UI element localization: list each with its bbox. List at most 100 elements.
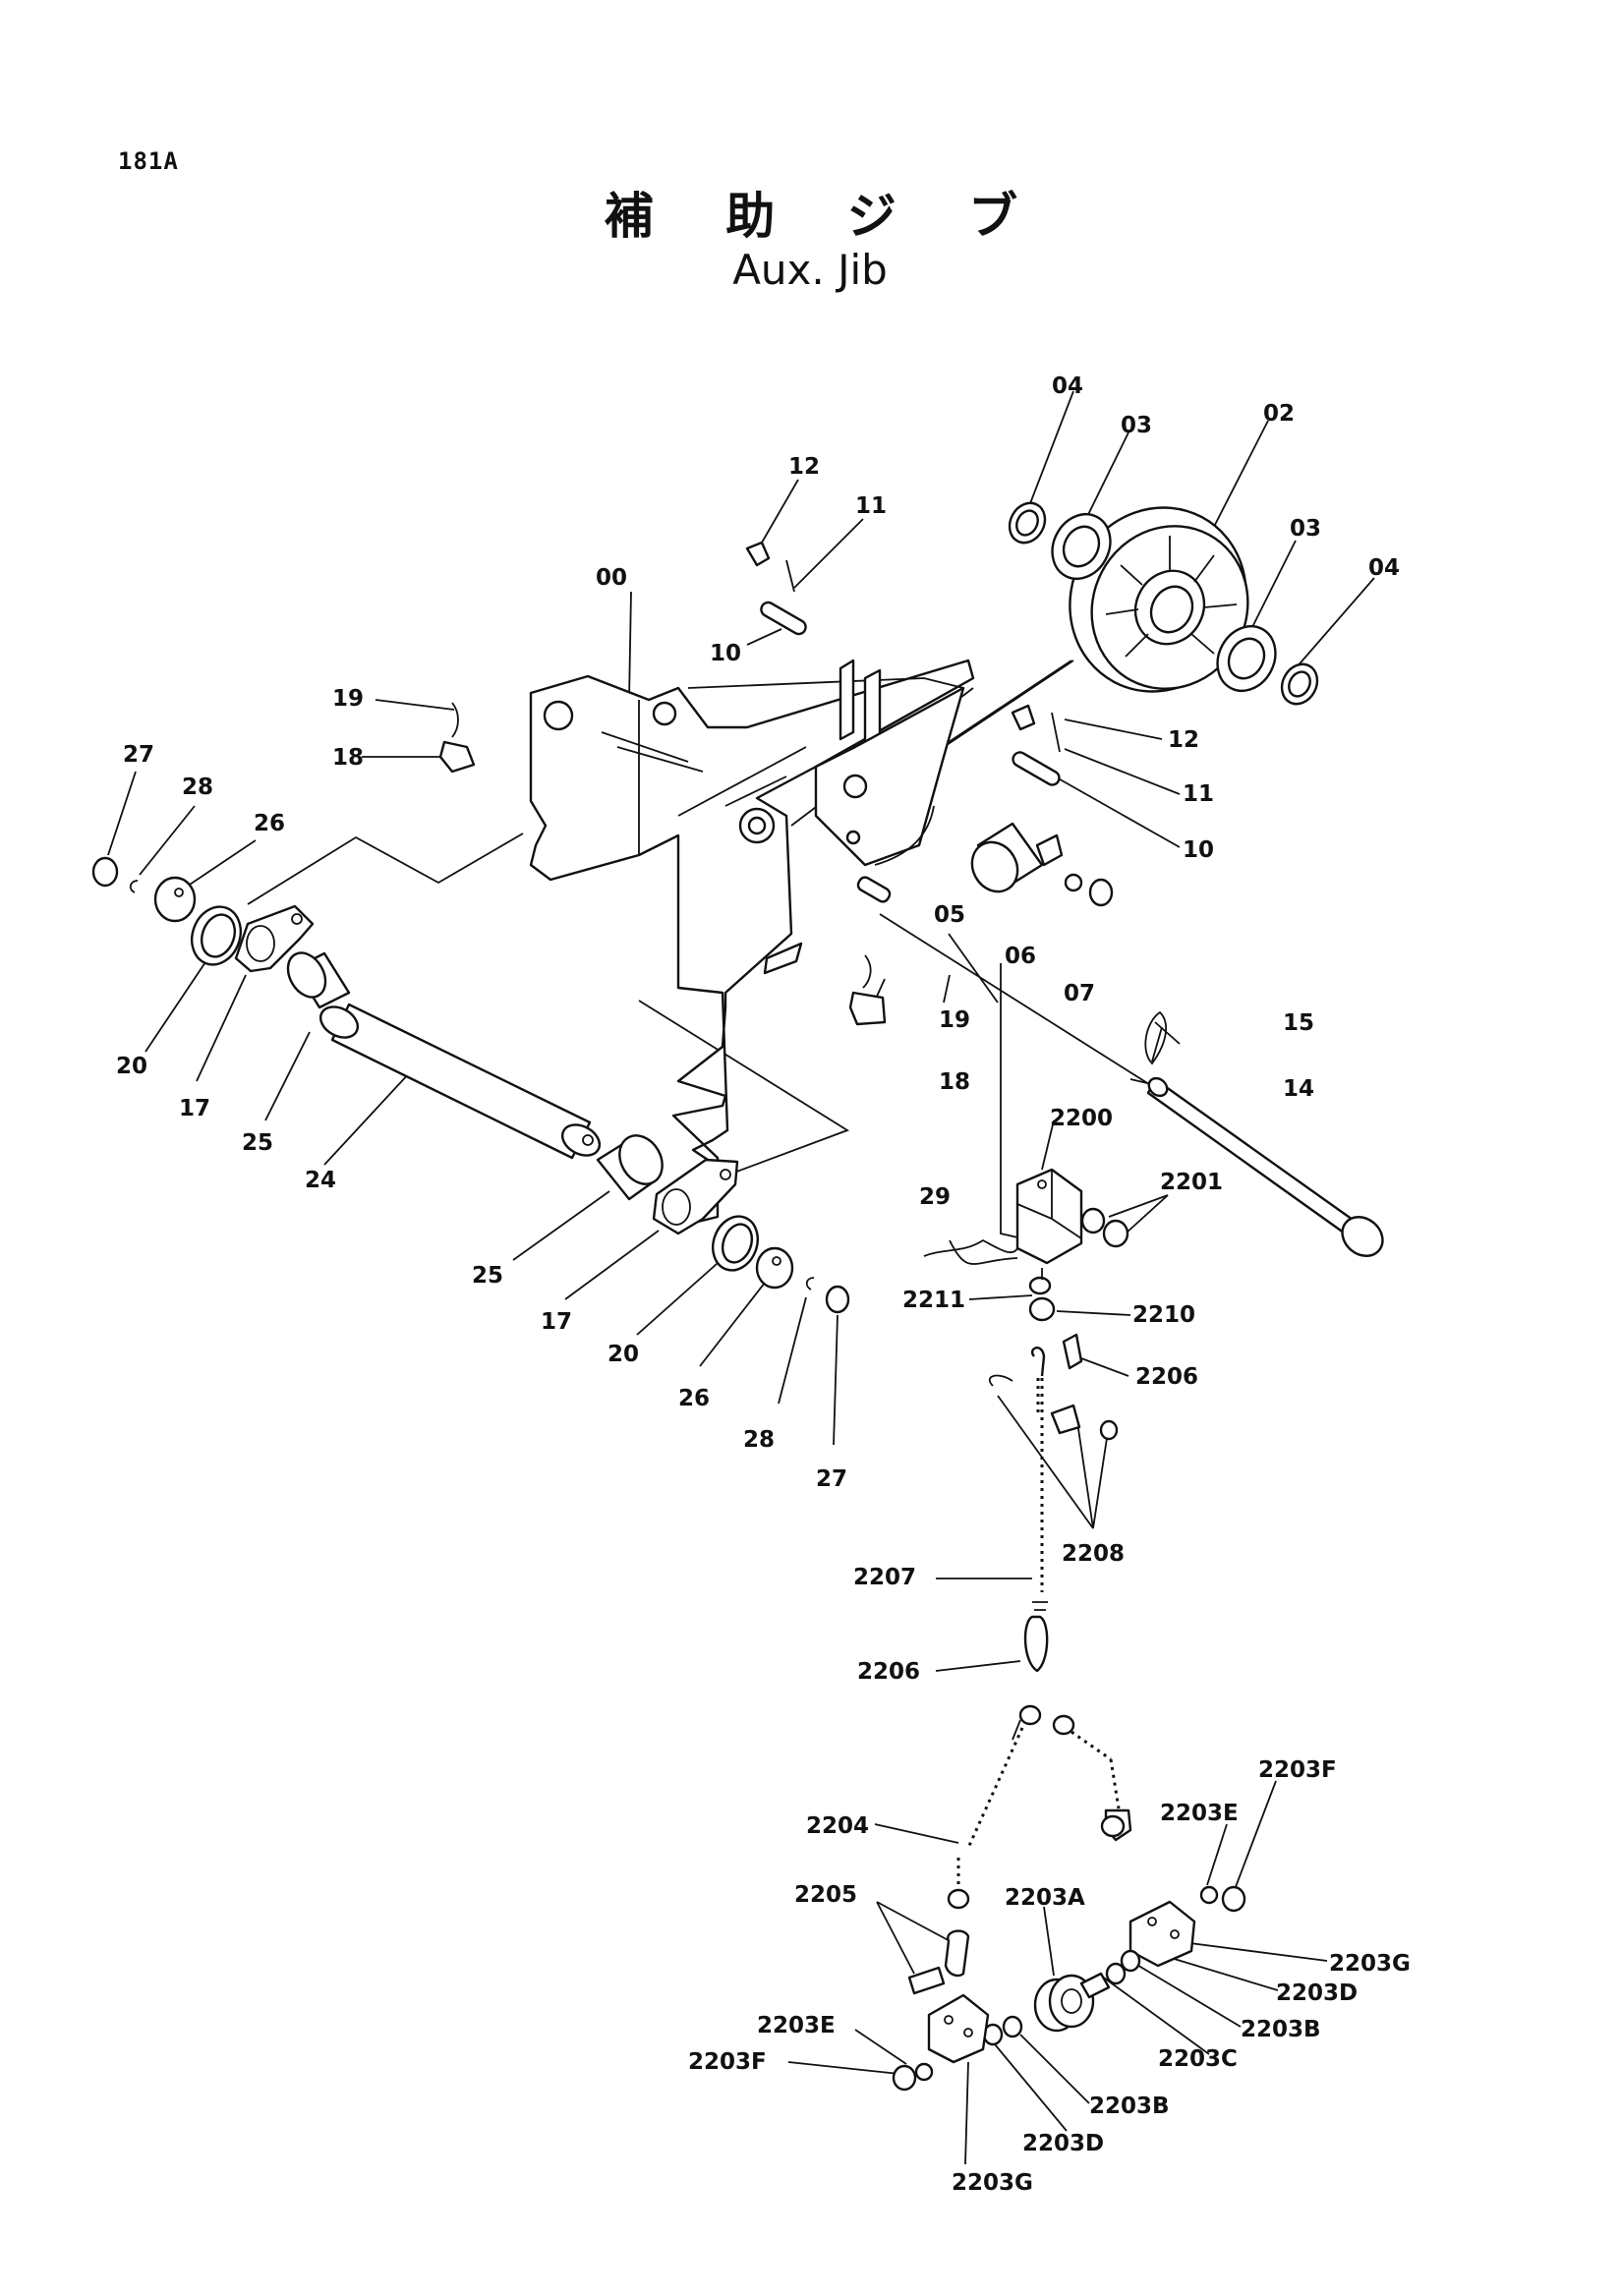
stud-pin xyxy=(856,876,892,903)
plate-26-upper xyxy=(153,876,197,923)
pin-upper-right xyxy=(1011,704,1061,786)
bushings-left xyxy=(982,2015,1023,2046)
plate-26-lower xyxy=(755,1246,794,1290)
ring-left xyxy=(1008,501,1047,545)
plate-2203G-lower xyxy=(927,1993,990,2064)
callout-2204: 2204 xyxy=(806,1813,869,1839)
callout-2203G-lower: 2203G xyxy=(952,2170,1033,2196)
callout-2207: 2207 xyxy=(853,1565,916,1590)
callout-2205: 2205 xyxy=(794,1882,857,1908)
limit-switch xyxy=(1015,1168,1083,1265)
callout-2203G-upper: 2203G xyxy=(1329,1951,1411,1977)
bushing-25-upper xyxy=(286,951,351,1009)
callout-20-upper: 20 xyxy=(116,1054,147,1079)
callout-04-right: 04 xyxy=(1368,555,1400,581)
callout-04-left: 04 xyxy=(1052,373,1083,399)
callout-2200: 2200 xyxy=(1050,1106,1113,1131)
callout-2203F-upper: 2203F xyxy=(1258,1757,1337,1783)
bolt-07 xyxy=(1088,878,1114,907)
callout-24: 24 xyxy=(305,1168,336,1193)
wire-rope xyxy=(947,1333,1132,1910)
callout-2210: 2210 xyxy=(1132,1302,1195,1328)
page-title-japanese: 補 助 ジ ブ xyxy=(604,188,1046,245)
callout-14: 14 xyxy=(1283,1076,1314,1102)
nut-2201 xyxy=(1080,1207,1129,1248)
bearing-right xyxy=(1216,625,1277,692)
callout-2203F-lower: 2203F xyxy=(688,2049,767,2075)
callout-labels: 04 03 02 03 04 12 11 00 10 12 11 10 19 1… xyxy=(116,373,1411,2196)
seal-ring-20-lower xyxy=(712,1215,759,1272)
callout-07: 07 xyxy=(1064,981,1095,1006)
callout-2203B-upper: 2203B xyxy=(1241,2017,1321,2042)
callout-2206-lower: 2206 xyxy=(857,1659,920,1685)
washer-28-lower xyxy=(805,1277,815,1291)
callout-02: 02 xyxy=(1263,401,1295,427)
callout-28-lower: 28 xyxy=(743,1427,775,1453)
bushings-right xyxy=(1079,1949,1141,1999)
washer-28-upper xyxy=(129,880,139,893)
bearing-left xyxy=(1051,513,1112,580)
callout-27-upper: 27 xyxy=(123,742,154,768)
callout-2206-upper: 2206 xyxy=(1135,1364,1198,1390)
page-code: 181A xyxy=(118,147,179,175)
nut-2203E-lower xyxy=(914,2062,934,2082)
shackle-2205 xyxy=(907,1929,970,1995)
callout-11-right: 11 xyxy=(1183,781,1214,807)
callout-15: 15 xyxy=(1283,1010,1314,1036)
leader-lines xyxy=(107,390,1375,2165)
callout-2201: 2201 xyxy=(1160,1170,1223,1195)
shaft xyxy=(318,1003,602,1160)
wire-29 xyxy=(923,1238,1018,1257)
callout-06: 06 xyxy=(1005,944,1036,969)
actuator-2211-2210 xyxy=(1028,1268,1056,1322)
callout-2203D-lower: 2203D xyxy=(1022,2131,1104,2156)
callout-20-lower: 20 xyxy=(608,1342,639,1367)
page-title-english: Aux. Jib xyxy=(732,246,888,294)
callout-26-upper: 26 xyxy=(254,811,285,836)
callout-2203E-lower: 2203E xyxy=(757,2013,836,2038)
flange-plate-17-lower xyxy=(652,1158,739,1235)
callout-17-upper: 17 xyxy=(179,1096,210,1121)
callout-2203C: 2203C xyxy=(1158,2046,1238,2072)
pin-upper-left xyxy=(745,541,807,636)
callout-12-upper: 12 xyxy=(788,454,820,480)
nut-2203F-lower xyxy=(892,2064,917,2092)
lock-pin-lower xyxy=(848,954,887,1026)
plate-2203G-upper xyxy=(1128,1900,1196,1968)
washer-06 xyxy=(1064,873,1083,892)
nut-2203E-upper xyxy=(1199,1885,1219,1905)
sheave xyxy=(1069,506,1249,693)
seal-ring-20-upper xyxy=(191,905,242,966)
callout-10-upper: 10 xyxy=(710,641,741,666)
callout-2208: 2208 xyxy=(1062,1541,1125,1567)
callout-03-left: 03 xyxy=(1121,413,1152,438)
jib-frame xyxy=(529,659,975,1229)
callout-2203B-lower: 2203B xyxy=(1089,2094,1170,2119)
callout-05: 05 xyxy=(934,902,965,928)
lock-pin-upper xyxy=(438,702,476,774)
clip-15 xyxy=(1144,1010,1181,1065)
callout-18-upper: 18 xyxy=(332,745,364,771)
callout-10-right: 10 xyxy=(1183,837,1214,863)
nut-2203F-upper xyxy=(1221,1885,1246,1913)
callout-25-lower: 25 xyxy=(472,1263,503,1289)
flange-plate-17-upper xyxy=(234,904,315,973)
callout-29: 29 xyxy=(919,1184,951,1210)
callout-12-right: 12 xyxy=(1168,727,1199,753)
callout-11-upper: 11 xyxy=(855,493,887,519)
callout-19-upper: 19 xyxy=(332,686,364,712)
pulley-2203A xyxy=(1033,1974,1095,2033)
long-pin xyxy=(1146,1076,1384,1257)
callout-18-lower: 18 xyxy=(939,1069,970,1095)
bolt-27-lower xyxy=(825,1285,850,1314)
callout-2203D-upper: 2203D xyxy=(1276,1980,1358,2006)
callout-25-upper: 25 xyxy=(242,1130,273,1156)
roller xyxy=(970,822,1064,893)
callout-03-right: 03 xyxy=(1290,516,1321,542)
callout-19-lower: 19 xyxy=(939,1007,970,1033)
ring-right xyxy=(1280,662,1319,706)
callout-2211: 2211 xyxy=(902,1288,965,1313)
bushing-25-lower xyxy=(596,1134,664,1201)
callout-26-lower: 26 xyxy=(678,1386,710,1411)
